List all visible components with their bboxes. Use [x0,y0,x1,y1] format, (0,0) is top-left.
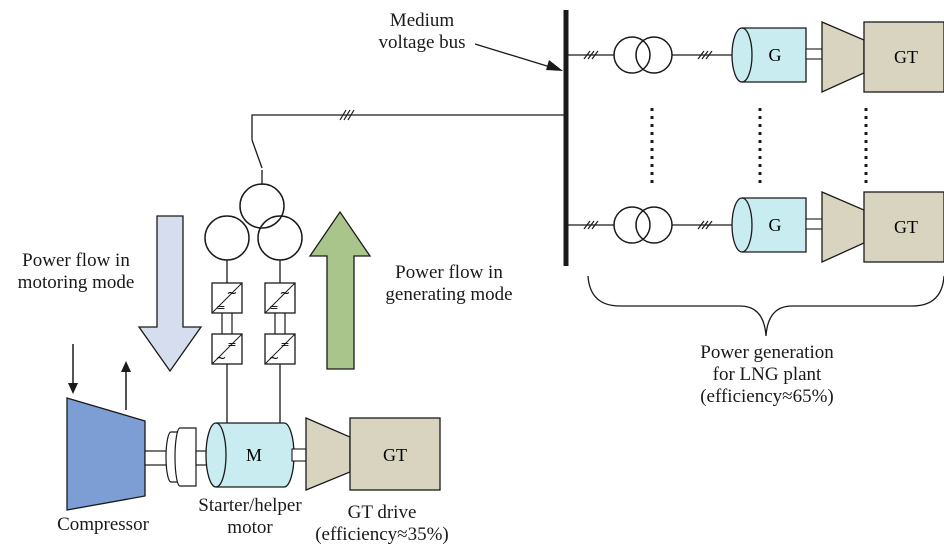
svg-text:~: ~ [216,351,227,366]
gt-drive-turbine-rear [349,417,441,491]
power-generation-line-3: (efficiency≈65%) [700,386,834,407]
power-generation-label: Power generation for LNG plant (efficien… [680,342,854,408]
power-generation-line-1: Power generation [700,342,834,363]
svg-text:~: ~ [227,286,238,301]
generating-mode-line-1: Power flow in [395,262,503,283]
svg-text:=: = [269,301,278,314]
converter-inverter-left: = ~ [211,333,243,366]
bus-label-leader [474,43,561,71]
bus-label-line-2: voltage bus [378,32,466,53]
compressor [66,397,146,511]
gt-drive-caption: GT drive (efficiency≈35%) [302,502,462,546]
feeder-line [251,114,566,185]
transformer-leads [226,260,281,283]
motoring-mode-line-2: motoring mode [17,272,135,293]
compressor-inlet-arrow [68,344,78,394]
generation-branch-bottom [566,191,944,264]
gt-drive-caption-line-1: GT drive [347,502,417,523]
transformer-bottom [613,206,673,244]
bus-label: Medium voltage bus [362,10,482,54]
svg-text:~: ~ [280,286,291,301]
gt-drive-turbine [305,417,351,491]
svg-text:=: = [280,338,289,351]
generator-bottom-label: G [769,215,782,235]
motoring-mode-label: Power flow in motoring mode [6,250,146,294]
turbine-bottom-label: GT [894,217,918,237]
compressor-label: Compressor [57,514,149,535]
bus-label-arrowhead [546,60,563,71]
three-winding-transformer [204,183,303,261]
gt-drive-caption-line-2: (efficiency≈35%) [315,524,449,545]
motor-label: M [246,445,262,465]
converter-rectifier-right: ~ = [264,282,296,314]
generating-mode-line-2: generating mode [385,284,513,305]
svg-text:~: ~ [269,351,280,366]
converter-rectifier-left: ~ = [211,282,243,314]
generating-mode-label: Power flow in generating mode [374,262,524,306]
dotted-continuation [650,108,868,186]
shaft-top [805,48,823,60]
motoring-mode-line-1: Power flow in [22,250,130,271]
starter-motor-line-1: Starter/helper [198,495,302,516]
branch-top-three-phase-mark [583,50,599,60]
turbine-top [821,21,865,94]
compressor-outlet-arrow [121,361,131,410]
generation-branch-top [566,21,944,94]
svg-text:=: = [227,338,236,351]
gt-drive-label: GT [383,445,407,465]
starter-motor-line-2: motor [227,517,273,538]
power-flow-motoring-arrow [137,215,203,373]
turbine-top-label: GT [894,47,918,67]
turbine-shaft [291,448,307,462]
starter-motor-label: Starter/helper motor [180,495,320,539]
power-flow-generating-arrow [308,210,372,370]
converter-inverter-right: = ~ [264,333,296,366]
shaft-bottom [805,218,823,230]
feeder-three-phase-mark [339,109,355,121]
transformer-top [613,36,673,74]
branch-top-three-phase-mark-2 [697,50,713,60]
converter-to-motor-leads [226,364,281,423]
generator-top-end [741,27,753,83]
starter-motor-body [205,422,295,488]
bus-label-line-1: Medium [389,10,455,31]
turbine-bottom-rear [863,191,944,263]
generator-top-label: G [769,45,782,65]
coupling [165,427,197,487]
power-generation-line-2: for LNG plant [712,364,822,385]
generation-brace [587,275,944,337]
turbine-bottom [821,191,865,264]
svg-text:=: = [216,301,225,314]
turbine-top-rear [863,21,944,93]
